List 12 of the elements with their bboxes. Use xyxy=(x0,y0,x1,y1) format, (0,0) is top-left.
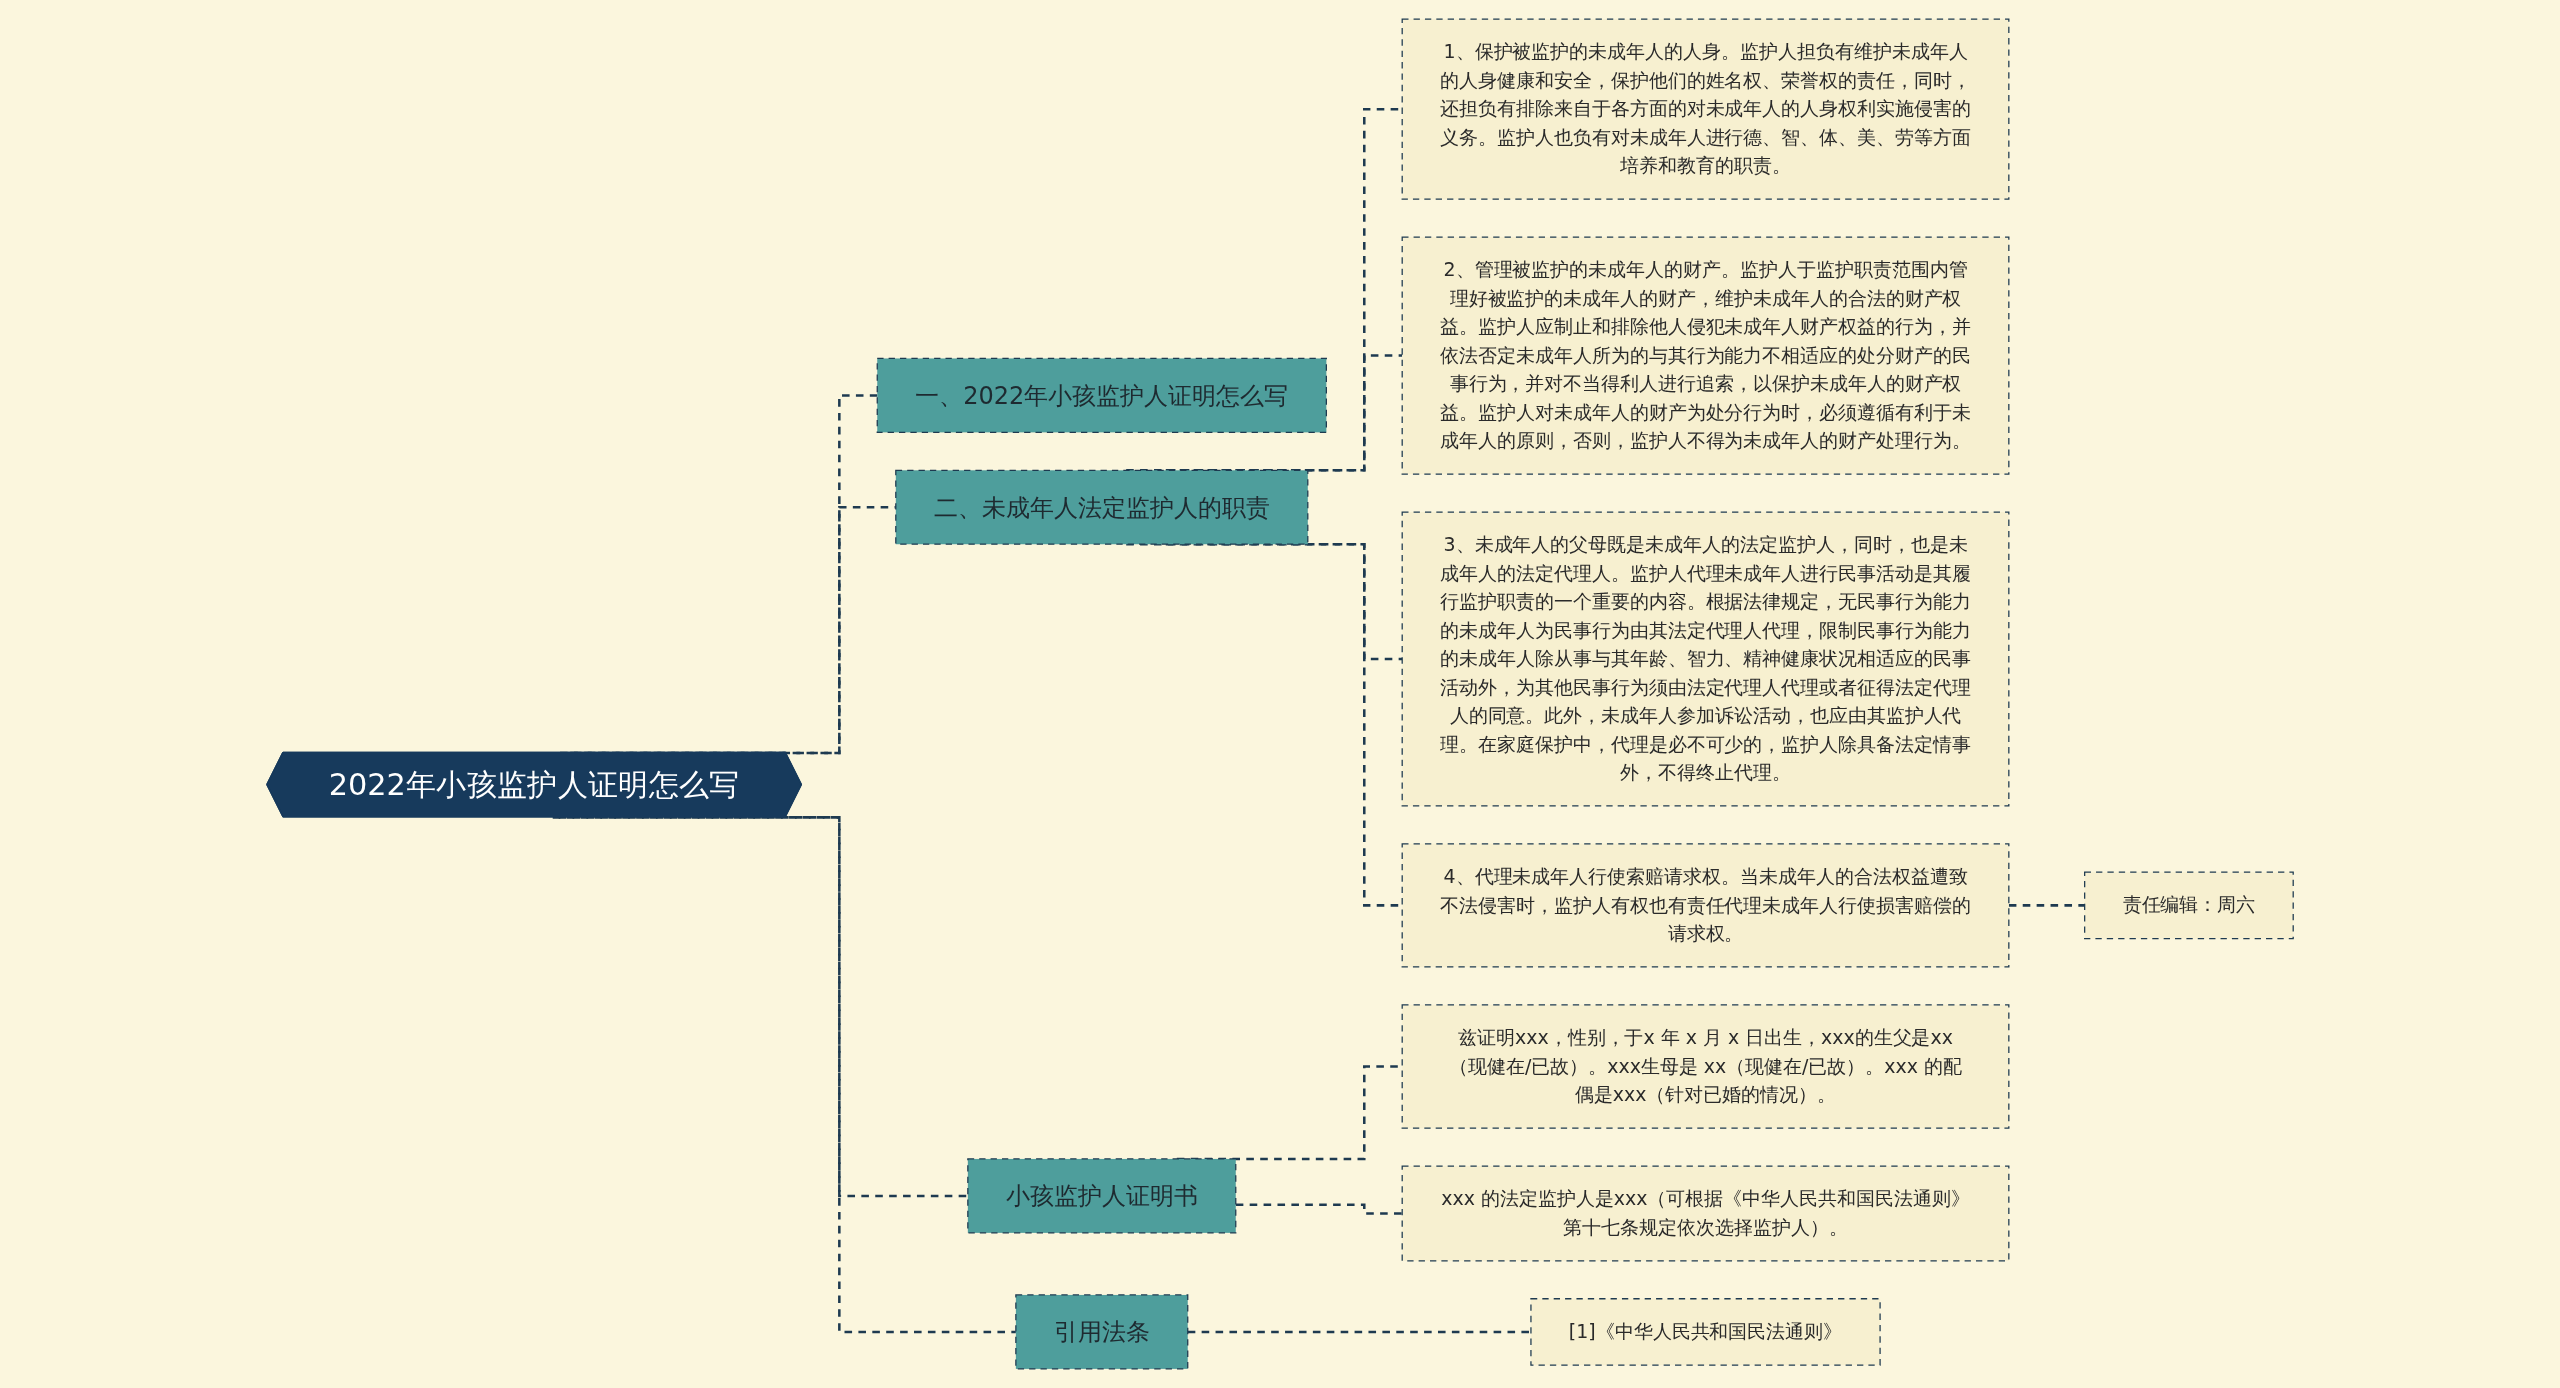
node-box: 2、管理被监护的未成年人的财产。监护人于监护职责范围内管理好被监护的未成年人的财产，维护未成年人的合法的财产权益。监护人应制止和排除他人侵犯未成年人财产权益的行为，并依法否定未成年人所为的与其行为能力不相适应的处分财产的民事行为，并对不当得利人进行追索，以保护未成年人的财产权益。监护人对未成年人的财产为处分行为时，必须遵循有利于未成年人的原则，否则，监护人不得为未成年人的财产处理行为。 xyxy=(1401,236,2010,475)
node-box: 二、未成年人法定监护人的职责 xyxy=(895,469,1309,545)
node-box: 1、保护被监护的未成年人的人身。监护人担负有维护未成年人的人身健康和安全，保护他们的姓名权、荣誉权的责任，同时，还担负有排除来自于各方面的对未成年人的人身权利实施侵害的义务。监护人也负有对未成年人进行德、智、体、美、劳等方面培养和教育的职责。 xyxy=(1401,18,2010,200)
node-box: 一、2022年小孩监护人证明怎么写 xyxy=(876,357,1327,433)
node-box: [1]《中华人民共和国民法通则》 xyxy=(1530,1298,1881,1366)
node-box: 责任编辑：周六 xyxy=(2084,871,2294,940)
node-box: 小孩监护人证明书 xyxy=(967,1158,1237,1234)
node-box: 4、代理未成年人行使索赔请求权。当未成年人的合法权益遭致不法侵害时，监护人有权也有责任代理未成年人行使损害赔偿的请求权。 xyxy=(1401,843,2010,968)
node-box: xxx 的法定监护人是xxx（可根据《中华人民共和国民法通则》第十七条规定依次选择监护人）。 xyxy=(1401,1165,2010,1262)
node-box: 3、未成年人的父母既是未成年人的法定监护人，同时，也是未成年人的法定代理人。监护人代理未成年人进行民事活动是其履行监护职责的一个重要的内容。根据法律规定，无民事行为能力的未成年人为民事行为由其法定代理人代理，限制民事行为能力的未成年人除从事与其年龄、智力、精神健康状况相适应的民事活动外，为其他民事行为须由法定代理人代理或者征得法定代理人的同意。此外，未成年人参加诉讼活动，也应由其监护人代理。在家庭保护中，代理是必不可少的，监护人除具备法定情事外，不得终止代理。 xyxy=(1401,511,2010,807)
node-box: 兹证明xxx，性别，于x 年 x 月 x 日出生，xxx的生父是xx（现健在/已故）。xxx生母是 xx（现健在/已故）。xxx 的配偶是xxx（针对已婚的情况）。 xyxy=(1401,1004,2010,1129)
node-box: 引用法条 xyxy=(1015,1294,1189,1370)
